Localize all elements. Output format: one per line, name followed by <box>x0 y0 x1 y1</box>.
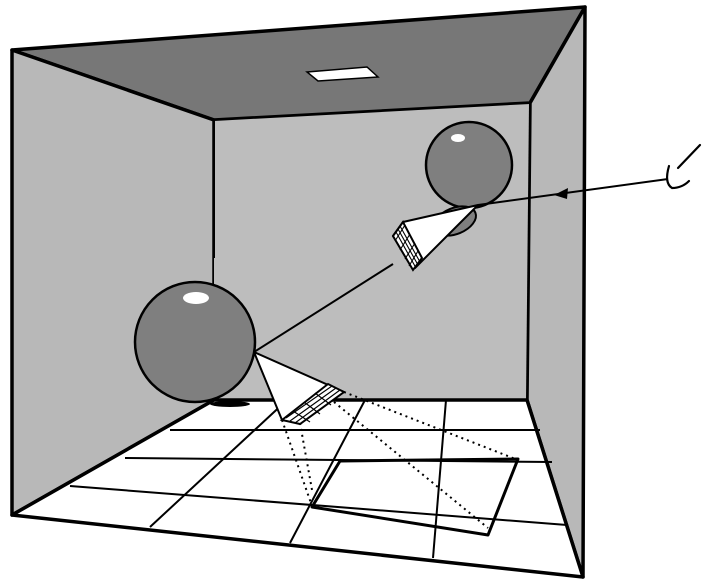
room-box <box>12 7 585 577</box>
upper-sphere-highlight <box>451 134 465 142</box>
lower-sphere-highlight <box>183 292 209 304</box>
lower-sphere <box>135 282 255 402</box>
upper-sphere <box>426 122 512 208</box>
eye-icon <box>667 166 689 188</box>
sphere-shadow <box>210 401 250 407</box>
eye <box>667 145 700 188</box>
